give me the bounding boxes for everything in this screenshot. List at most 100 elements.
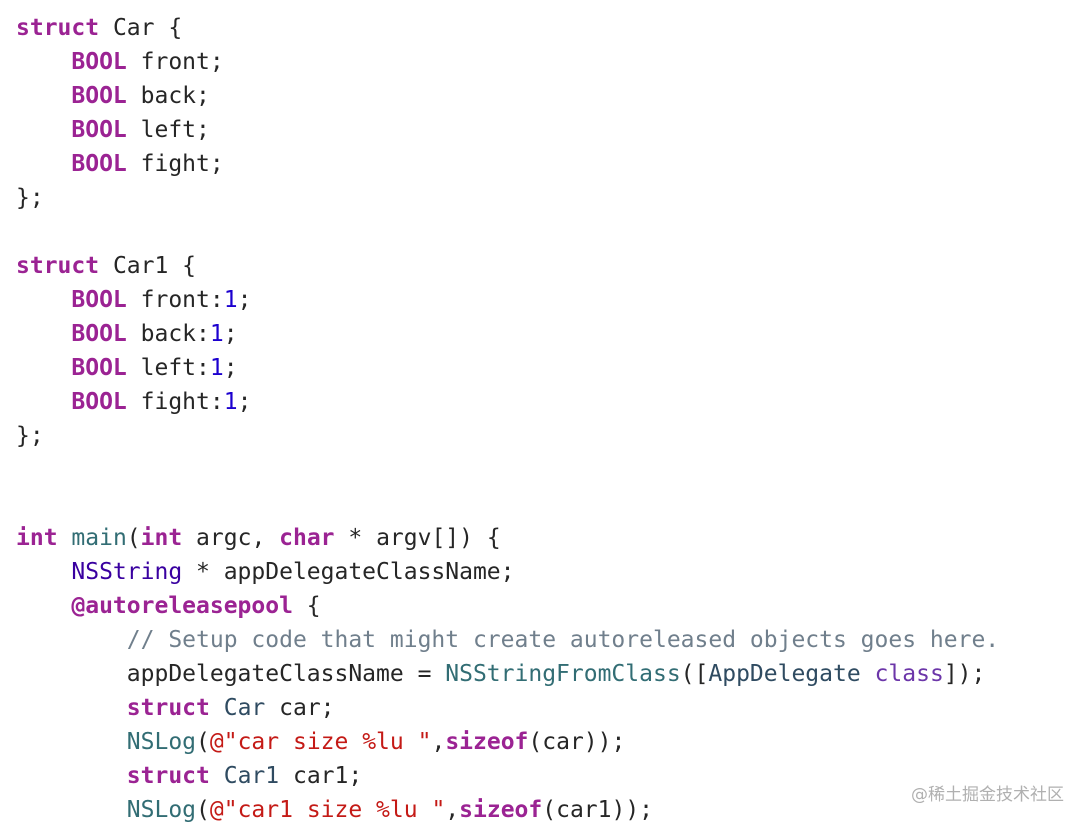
code-token-plain: fight; bbox=[126, 151, 224, 177]
code-token-plain: ; bbox=[223, 355, 238, 381]
code-token-plain bbox=[16, 355, 71, 381]
code-token-kw: struct bbox=[16, 15, 100, 41]
code-token-num: 1 bbox=[223, 287, 238, 313]
code-token-kw: BOOL bbox=[71, 355, 127, 381]
code-token-kw: sizeof bbox=[445, 729, 529, 755]
code-token-plain: (car1)); bbox=[542, 797, 654, 823]
code-token-plain bbox=[16, 593, 71, 619]
code-editor[interactable]: struct Car { BOOL front; BOOL back; BOOL… bbox=[16, 11, 1088, 827]
code-line: NSString * appDelegateClassName; bbox=[16, 555, 1088, 589]
code-token-plain: front: bbox=[126, 287, 224, 313]
code-token-plain bbox=[16, 797, 127, 823]
code-token-kw: BOOL bbox=[71, 389, 127, 415]
code-line: NSLog(@"car1 size %lu ",sizeof(car1)); bbox=[16, 793, 1088, 827]
code-token-num: 1 bbox=[209, 355, 224, 381]
code-token-kw: int bbox=[16, 525, 58, 551]
code-token-plain: { bbox=[292, 593, 321, 619]
code-line bbox=[16, 453, 1088, 487]
code-token-plain bbox=[16, 729, 127, 755]
code-token-plain: ; bbox=[237, 389, 252, 415]
code-token-plain bbox=[210, 763, 224, 789]
code-token-plain bbox=[16, 321, 71, 347]
code-token-plain bbox=[16, 389, 71, 415]
code-token-plain: back: bbox=[126, 321, 210, 347]
code-token-func: NSLog bbox=[126, 729, 197, 755]
code-token-plain bbox=[16, 151, 71, 177]
code-token-cls: Car bbox=[223, 695, 266, 721]
code-token-plain: ; bbox=[223, 321, 238, 347]
code-token-kw: struct bbox=[126, 763, 210, 789]
code-token-plain bbox=[16, 695, 127, 721]
code-line: struct Car1 { bbox=[16, 249, 1088, 283]
code-token-plain: appDelegateClassName = bbox=[16, 661, 446, 687]
code-token-kw: BOOL bbox=[71, 321, 127, 347]
code-token-plain: ([ bbox=[680, 661, 709, 687]
code-token-plain bbox=[16, 83, 71, 109]
code-line bbox=[16, 487, 1088, 521]
code-line: struct Car car; bbox=[16, 691, 1088, 725]
code-token-plain: ; bbox=[237, 287, 252, 313]
code-token-kw: BOOL bbox=[71, 117, 127, 143]
code-line: @autoreleasepool { bbox=[16, 589, 1088, 623]
code-token-kw: BOOL bbox=[71, 287, 127, 313]
code-token-plain bbox=[16, 627, 127, 653]
code-line: }; bbox=[16, 181, 1088, 215]
code-token-plain: * argv[]) { bbox=[334, 525, 501, 551]
code-token-kw: sizeof bbox=[459, 797, 543, 823]
code-token-plain bbox=[16, 49, 71, 75]
code-line: int main(int argc, char * argv[]) { bbox=[16, 521, 1088, 555]
code-token-plain: fight: bbox=[126, 389, 224, 415]
code-token-plain: ( bbox=[196, 729, 210, 755]
code-token-num: 1 bbox=[223, 389, 238, 415]
code-line: BOOL left:1; bbox=[16, 351, 1088, 385]
code-token-plain bbox=[16, 763, 127, 789]
code-line: BOOL back; bbox=[16, 79, 1088, 113]
code-token-plain: car; bbox=[265, 695, 335, 721]
code-token-typedef: NSString bbox=[71, 559, 183, 585]
code-token-kw: BOOL bbox=[71, 49, 127, 75]
code-line: BOOL fight:1; bbox=[16, 385, 1088, 419]
code-token-plain bbox=[58, 525, 72, 551]
code-token-plain: left: bbox=[126, 355, 210, 381]
code-line: struct Car1 car1; bbox=[16, 759, 1088, 793]
code-token-kw: @autoreleasepool bbox=[71, 593, 293, 619]
code-token-kw: struct bbox=[126, 695, 210, 721]
code-token-plain bbox=[861, 661, 875, 687]
code-token-str: @"car1 size %lu " bbox=[209, 797, 446, 823]
code-token-plain: ( bbox=[126, 525, 141, 551]
code-line: }; bbox=[16, 419, 1088, 453]
code-token-kw: BOOL bbox=[71, 83, 127, 109]
code-line: BOOL back:1; bbox=[16, 317, 1088, 351]
code-token-plain bbox=[16, 559, 71, 585]
code-line: // Setup code that might create autorele… bbox=[16, 623, 1088, 657]
code-token-func: NSStringFromClass bbox=[445, 661, 681, 687]
code-line: struct Car { bbox=[16, 11, 1088, 45]
code-token-cls: AppDelegate bbox=[708, 661, 861, 687]
code-token-type: class bbox=[874, 661, 944, 687]
code-line: BOOL front; bbox=[16, 45, 1088, 79]
code-token-cmt: // Setup code that might create autorele… bbox=[126, 627, 1000, 653]
code-token-plain: front; bbox=[126, 49, 224, 75]
code-token-plain: }; bbox=[16, 423, 44, 449]
code-token-plain: , bbox=[431, 729, 446, 755]
code-token-plain: }; bbox=[16, 185, 44, 211]
code-token-plain: , bbox=[445, 797, 460, 823]
code-token-plain: ( bbox=[196, 797, 210, 823]
code-token-num: 1 bbox=[209, 321, 224, 347]
code-line: BOOL fight; bbox=[16, 147, 1088, 181]
code-token-plain: Car1 { bbox=[99, 253, 197, 279]
code-token-plain: argc, bbox=[182, 525, 280, 551]
watermark: @稀土掘金技术社区 bbox=[911, 785, 1064, 805]
code-token-func: NSLog bbox=[126, 797, 197, 823]
code-token-cls: Car1 bbox=[223, 763, 280, 789]
code-line: NSLog(@"car size %lu ",sizeof(car)); bbox=[16, 725, 1088, 759]
code-token-kw: char bbox=[279, 525, 335, 551]
code-token-plain bbox=[16, 117, 71, 143]
code-token-plain bbox=[210, 695, 224, 721]
code-token-kw: struct bbox=[16, 253, 100, 279]
code-token-func: main bbox=[71, 525, 127, 551]
code-token-plain: car1; bbox=[279, 763, 363, 789]
code-token-kw: int bbox=[140, 525, 183, 551]
code-token-str: @"car size %lu " bbox=[209, 729, 432, 755]
code-token-kw: BOOL bbox=[71, 151, 127, 177]
